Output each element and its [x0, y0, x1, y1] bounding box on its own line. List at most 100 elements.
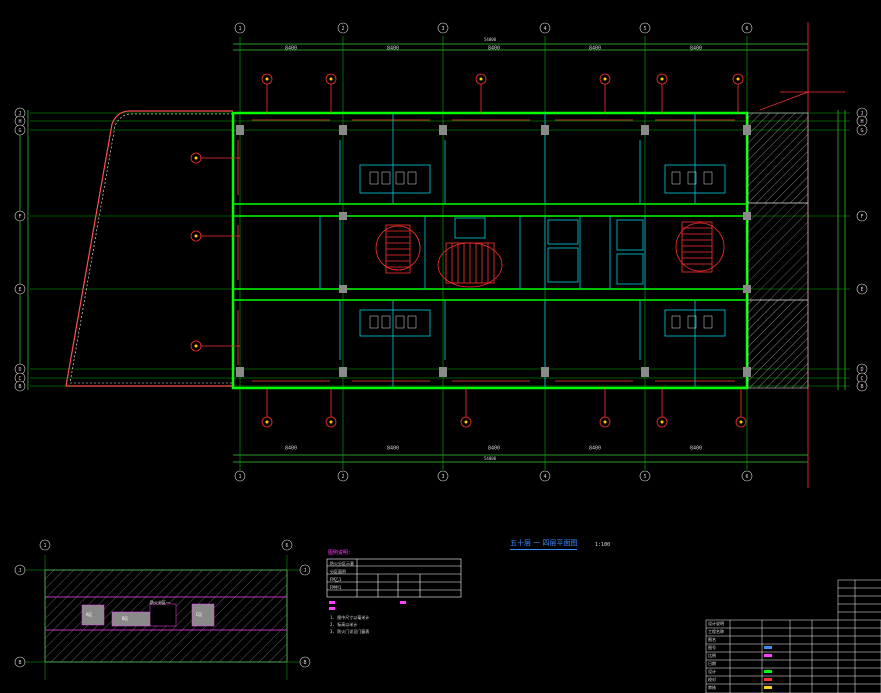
keyplan-axis-a-right-bubble	[299, 656, 311, 668]
title-table-row: 审核	[708, 685, 716, 690]
legend-panel: 防火分区示意 分区面积 FM乙1 FM甲1	[330, 560, 354, 592]
axis-left-4-bubble	[14, 210, 26, 222]
dimension-text-bottom: 8400	[488, 446, 500, 452]
leader-dots	[194, 77, 743, 424]
dimension-text-bottom: 8400	[690, 446, 702, 452]
drawing-title-text: 五十层 一 四层平面图	[510, 539, 578, 547]
axis-bottom-2-label: 2	[341, 474, 344, 480]
key-plan-zone-a: A区	[86, 612, 93, 617]
axis-right-8-label: B	[860, 384, 863, 390]
plaza-outline	[65, 110, 233, 387]
axis-bottom-6-label: 6	[745, 474, 748, 480]
drawing-scale: 1:100	[595, 542, 611, 548]
axis-top-5-bubble	[639, 22, 651, 34]
dimension-text-bottom: 8400	[387, 446, 399, 452]
key-plan	[20, 555, 305, 680]
drawing-title: 五十层 一 四层平面图	[510, 538, 578, 550]
corridors	[233, 203, 747, 301]
axis-bottom-4-bubble	[539, 470, 551, 482]
notes-frame	[326, 558, 462, 598]
dim-total-bottom: 54000	[484, 456, 497, 461]
title-table-row: 图名	[708, 637, 716, 642]
keyplan-axis-a-right-label: B	[303, 660, 306, 666]
axis-bottom-5-bubble	[639, 470, 651, 482]
dimension-text-top: 8400	[488, 46, 500, 52]
title-table-row: 设计	[708, 669, 716, 674]
axis-left-8-bubble	[14, 380, 26, 392]
note-line: 2. 标高以米计	[330, 622, 358, 627]
axis-left-5-bubble	[14, 283, 26, 295]
keyplan-axis-j-right-label: J	[303, 568, 306, 574]
axis-top-1-bubble	[234, 22, 246, 34]
title-table-colorcells	[764, 646, 772, 689]
title-table-row: 工程名称	[708, 629, 724, 634]
title-table-row: 日期	[708, 661, 716, 666]
axis-top-2-bubble	[337, 22, 349, 34]
axis-top-3-label: 3	[441, 26, 444, 32]
dimension-lines-top	[19, 43, 846, 463]
axis-bottom-1-bubble	[234, 470, 246, 482]
axis-right-2-label: H	[860, 119, 863, 125]
axis-bottom-3-label: 3	[441, 474, 444, 480]
dim-total-top: 54000	[484, 37, 497, 42]
axis-bottom-5-label: 5	[643, 474, 646, 480]
axis-left-3-label: G	[18, 128, 21, 134]
keyplan-axis-a-bubble	[14, 656, 26, 668]
legend-swatches	[329, 601, 406, 610]
dimension-text-bottom: 8400	[285, 446, 297, 452]
axis-left-7-label: C	[18, 376, 21, 382]
axis-right-4-bubble	[856, 210, 868, 222]
note-line: 3. 防火门详见门窗表	[330, 629, 370, 634]
title-table-header: 设计说明	[708, 621, 724, 626]
axis-bottom-3-bubble	[437, 470, 449, 482]
keyplan-axis-a-label: B	[18, 660, 21, 666]
axis-top-4-bubble	[539, 22, 551, 34]
key-plan-zone-c: C区	[196, 612, 203, 617]
axis-left-8-label: B	[18, 384, 21, 390]
toilet-blocks	[369, 171, 713, 329]
title-table-row: 比例	[708, 653, 716, 658]
axis-right-8-bubble	[856, 380, 868, 392]
hatched-zone-right-bottom	[747, 299, 809, 389]
axis-right-3-label: G	[860, 128, 863, 134]
columns	[236, 125, 751, 377]
partitions	[319, 113, 726, 388]
building-outline	[231, 111, 749, 390]
key-plan-label: 防火分区一	[150, 600, 170, 605]
axis-bottom-6-bubble	[741, 470, 753, 482]
legend-row: FM乙1	[330, 577, 342, 582]
axis-right-5-bubble	[856, 283, 868, 295]
axis-left-2-label: H	[18, 119, 21, 125]
keyplan-axis-6-bubble	[281, 539, 293, 551]
notes-header: 图例说明:	[328, 550, 352, 556]
axis-top-6-bubble	[741, 22, 753, 34]
axis-top-4-label: 4	[543, 26, 546, 32]
axis-right-3-bubble	[856, 124, 868, 136]
axis-right-5-label: E	[860, 287, 863, 293]
stair-right	[675, 221, 725, 273]
hatched-zone-right-mid	[747, 202, 809, 301]
axis-left-6-label: D	[18, 367, 21, 373]
notes-list: 1. 图中尺寸以毫米计 2. 标高以米计 3. 防火门详见门窗表	[330, 614, 369, 635]
stair-center	[437, 242, 503, 288]
title-table: 设计说明 工程名称 图名 图号 比例 日期 设计 校对 审核	[708, 620, 724, 692]
keyplan-axis-1-label: 1	[43, 543, 46, 549]
legend-header: 防火分区示意	[330, 561, 354, 566]
dimension-text-top: 8400	[285, 46, 297, 52]
dimension-text-top: 8400	[589, 46, 601, 52]
title-table-row: 校对	[708, 677, 716, 682]
title-table-row: 图号	[708, 645, 716, 650]
legend-row: 分区面积	[330, 569, 346, 574]
axis-bottom-1-label: 1	[238, 474, 241, 480]
axis-left-3-bubble	[14, 124, 26, 136]
axis-top-1-label: 1	[238, 26, 241, 32]
axis-right-6-label: D	[860, 367, 863, 373]
dimension-text-top: 8400	[690, 46, 702, 52]
axis-top-6-label: 6	[745, 26, 748, 32]
note-line: 1. 图中尺寸以毫米计	[330, 615, 370, 620]
axis-bottom-2-bubble	[337, 470, 349, 482]
axis-right-4-label: F	[860, 214, 863, 220]
